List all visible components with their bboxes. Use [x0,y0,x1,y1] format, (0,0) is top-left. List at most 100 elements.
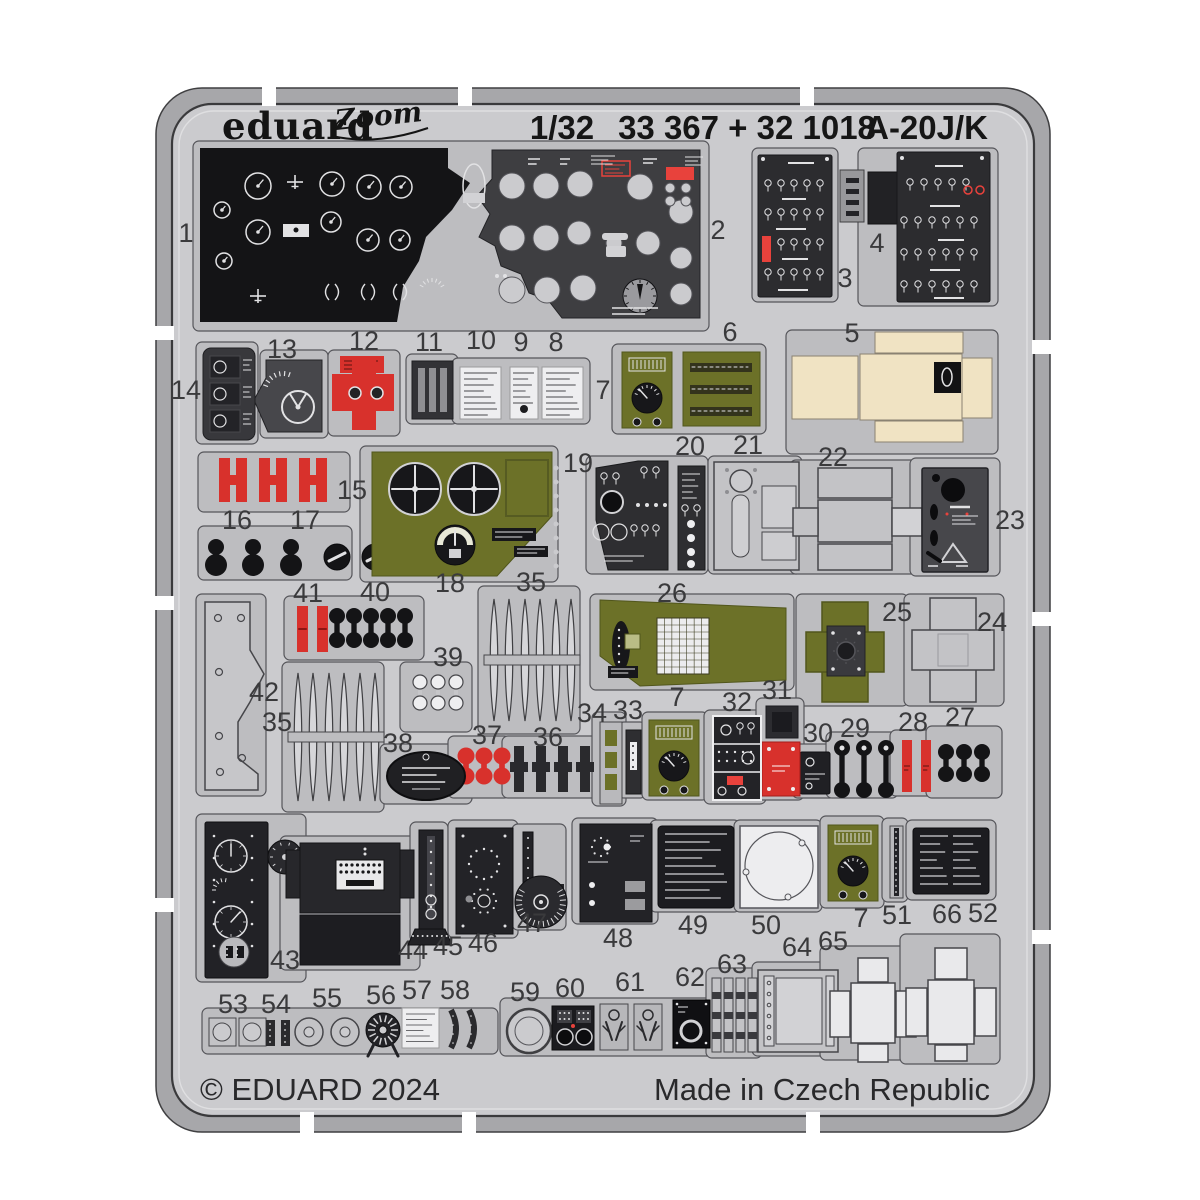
part-number-label: 17 [290,505,320,535]
part-66: 66 [905,899,997,1062]
part-number-label: 48 [603,923,633,953]
series-logo-swash [331,127,429,141]
part-number-label: 37 [472,720,502,750]
part-number-label: 7 [595,375,610,405]
part-58: 58 [440,975,477,1050]
part-54: 54 [261,989,291,1046]
part-61: 61 [599,967,663,1051]
part-11: 11 [411,327,454,420]
part-32: 32 [712,687,762,801]
part-4: 4 [867,151,991,303]
part-number-label: 36 [533,722,563,752]
part-number-label: 16 [222,505,252,535]
part-number-label: 46 [468,928,498,958]
part-25: 25 [805,597,912,703]
part-number-label: 22 [818,442,848,472]
part-13: 13 [253,334,323,433]
part-number-label: 27 [945,702,975,732]
part-10: 10 [459,325,502,420]
part-number-label: 7 [669,682,684,712]
part-number-label: 53 [218,989,248,1019]
part-number-label: 3 [837,263,852,293]
part-3: 3 [757,154,865,298]
part-number-label: 62 [675,962,705,992]
sheet-footer: © EDUARD 2024 Made in Czech Republic [200,1072,990,1107]
part-31: 31 [761,675,801,797]
part-number-label: 26 [657,578,687,608]
aircraft-label: A-20J/K [865,109,988,146]
part-plate [197,525,353,581]
part-number-label: 41 [293,578,323,608]
part-15: 15 [219,458,367,505]
scale-label: 1/32 [530,109,594,146]
part-6: 6 [682,317,761,427]
part-number-label: 21 [733,430,763,460]
part-number-label: 64 [782,932,812,962]
brand-logo: eduard [222,104,374,148]
part-57: 57 [401,975,440,1049]
part-49: 49 [657,825,735,940]
part-34: 34 [577,698,623,805]
part-14: 14 [171,347,256,441]
part-35: 35 [262,672,385,802]
part-number-label: 30 [803,718,833,748]
copyright-label: © EDUARD 2024 [200,1072,440,1107]
part-number-label: 5 [844,318,859,348]
part-7: 7 [827,824,879,933]
part-59: 59 [505,977,553,1055]
part-number-label: 42 [249,677,279,707]
part-number-label: 1 [178,218,193,248]
part-number-label: 54 [261,989,291,1019]
part-23: 23 [921,467,1025,573]
part-number-label: 24 [977,607,1007,637]
part-number-label: 19 [563,448,593,478]
part-46: 46 [455,827,514,958]
part-number-label: 13 [267,334,297,364]
part-number-label: 10 [466,325,496,355]
part-number-label: 35 [516,567,546,597]
part-number-label: 33 [613,695,643,725]
part-5: 5 [791,318,993,443]
part-number-label: 34 [577,698,607,728]
part-number-label: 7 [853,903,868,933]
part-22: 22 [792,442,923,571]
part-52: 52 [912,827,998,928]
part-18: 18 [371,451,559,598]
part-56: 56 [365,980,401,1058]
part-number-label: 58 [440,975,470,1005]
part-38: 38 [383,728,466,801]
part-20: 20 [675,431,706,571]
part-number-label: 66 [932,899,962,929]
part-27: 27 [938,702,990,782]
part-number-label: 23 [995,505,1025,535]
part-8: 8 [541,327,584,420]
part-number-label: 51 [882,900,912,930]
catalog-numbers: 33 367 + 32 1018 [618,109,876,146]
part-number-label: 4 [869,228,884,258]
part-number-label: 6 [722,317,737,347]
part-number-label: 65 [818,926,848,956]
part-number-label: 32 [722,687,752,717]
part-number-label: 63 [717,949,747,979]
part-33: 33 [613,695,643,795]
part-29: 29 [834,713,894,798]
part-number-label: 43 [270,945,300,975]
part-40: 40 [329,577,413,648]
part-number-label: 31 [762,675,792,705]
part-number-label: 25 [882,597,912,627]
part-number-label: 12 [349,326,379,356]
part-number-label: 50 [751,910,781,940]
part-36: 36 [510,722,594,792]
part-number-label: 60 [555,973,585,1003]
part-50: 50 [739,825,819,940]
part-16: 16 [205,505,302,576]
part-44: 44 [285,842,428,966]
part-45: 45 [407,829,463,961]
part-number-label: 52 [968,898,998,928]
part-number-label: 49 [678,910,708,940]
band-cut-gaps [152,86,1054,1134]
part-number-label: 47 [517,908,547,938]
part-1: 1 [178,148,470,322]
